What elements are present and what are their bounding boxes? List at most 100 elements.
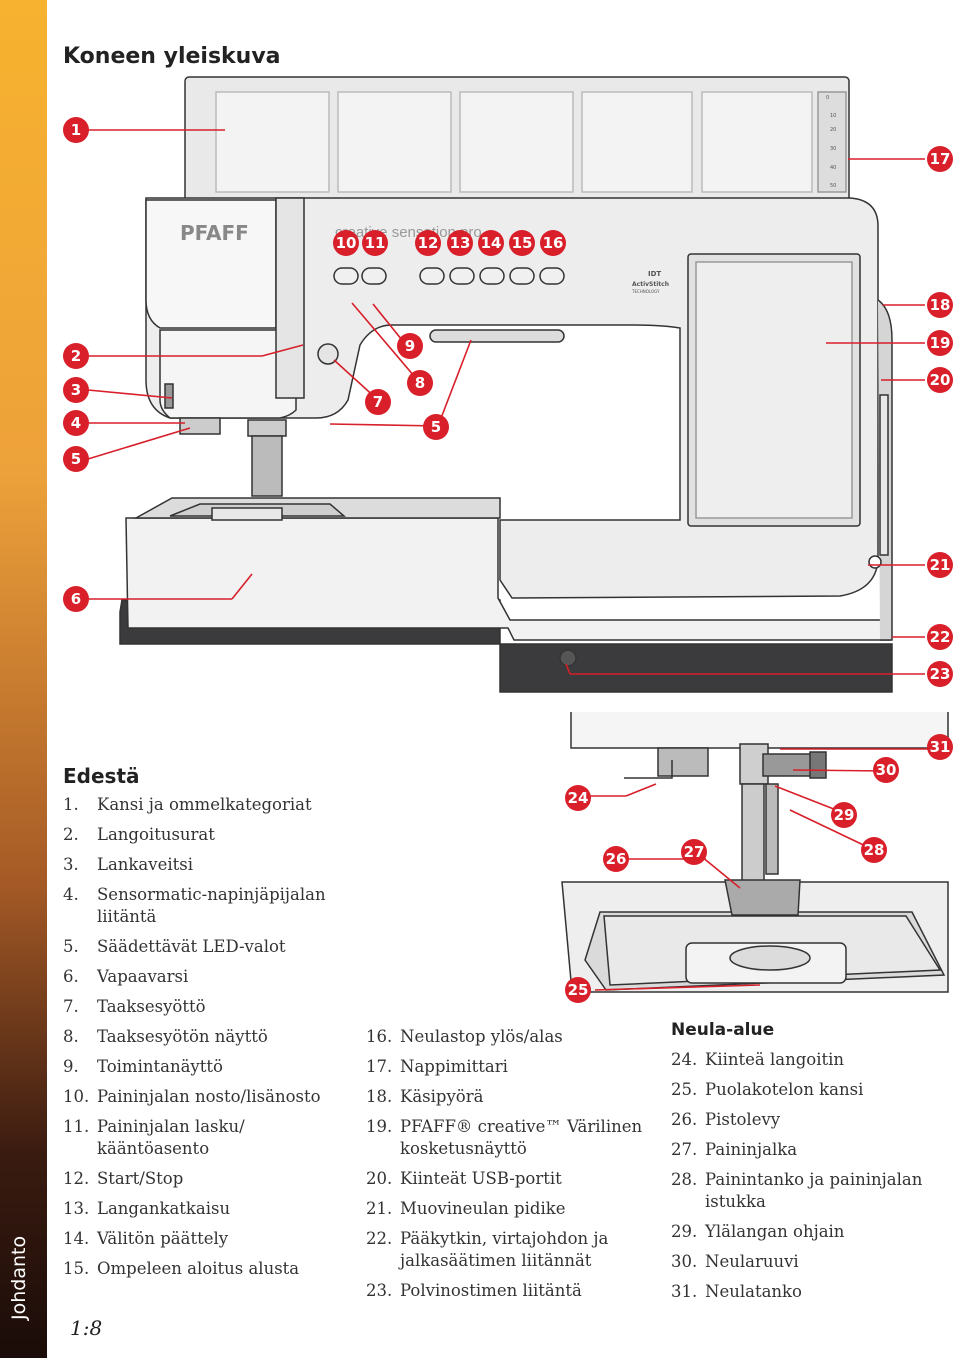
callout-7: 7 <box>365 389 391 415</box>
callout-18: 18 <box>927 292 953 318</box>
item-text: Muovineulan pidike <box>400 1198 656 1220</box>
callout-31: 31 <box>927 734 953 760</box>
svg-text:3: 3 <box>71 381 81 399</box>
item-number: 10. <box>63 1086 97 1108</box>
item-text: Säädettävät LED-valot <box>97 936 353 958</box>
item-number: 23. <box>366 1280 400 1302</box>
callout-12: 12 <box>415 230 441 256</box>
svg-text:11: 11 <box>365 234 386 252</box>
item-number: 27. <box>671 1139 705 1161</box>
callout-5: 5 <box>63 446 89 472</box>
svg-text:18: 18 <box>930 296 951 314</box>
ruler-tick: 30 <box>830 146 836 152</box>
callout-10: 10 <box>333 230 359 256</box>
list-item: 24.Kiinteä langoitin <box>671 1049 946 1071</box>
item-text: Käsipyörä <box>400 1086 656 1108</box>
list-item: 15.Ompeleen aloitus alusta <box>63 1258 353 1280</box>
list-item: 22.Pääkytkin, virtajohdon ja jalkasäätim… <box>366 1228 656 1272</box>
callout-14: 14 <box>478 230 504 256</box>
idt-badge: IDT <box>648 270 661 278</box>
svg-text:26: 26 <box>606 850 627 868</box>
svg-text:8: 8 <box>415 374 425 392</box>
item-number: 21. <box>366 1198 400 1220</box>
svg-text:25: 25 <box>568 981 589 999</box>
item-number: 3. <box>63 854 97 876</box>
ruler-tick: 10 <box>830 113 836 119</box>
page-number: 1:8 <box>70 1316 102 1340</box>
callout-13: 13 <box>447 230 473 256</box>
item-number: 2. <box>63 824 97 846</box>
needle-parts-list: 24.Kiinteä langoitin 25.Puolakotelon kans… <box>671 1049 946 1311</box>
item-text: PFAFF® creative™ Värilinen kosketusnäytt… <box>400 1116 656 1160</box>
item-number: 15. <box>63 1258 97 1280</box>
item-text: Lankaveitsi <box>97 854 353 876</box>
svg-text:17: 17 <box>930 150 951 168</box>
item-number: 14. <box>63 1228 97 1250</box>
list-item: 30.Neularuuvi <box>671 1251 946 1273</box>
svg-text:20: 20 <box>930 371 951 389</box>
callout-2: 2 <box>63 343 89 369</box>
list-item: 5.Säädettävät LED-valot <box>63 936 353 958</box>
front-parts-list: 1.Kansi ja ommelkategoriat 2.Langoitusura… <box>63 794 353 1288</box>
svg-text:6: 6 <box>71 590 81 608</box>
callout-21: 21 <box>927 552 953 578</box>
list-item: 23.Polvinostimen liitäntä <box>366 1280 656 1302</box>
item-number: 19. <box>366 1116 400 1160</box>
item-text: Taaksesyötön näyttö <box>97 1026 353 1048</box>
callout-25: 25 <box>565 977 591 1003</box>
callout-16: 16 <box>540 230 566 256</box>
callout-30: 30 <box>873 757 899 783</box>
list-item: 11.Paininjalan lasku/ kääntöasento <box>63 1116 353 1160</box>
list-item: 14.Välitön päättely <box>63 1228 353 1250</box>
svg-text:28: 28 <box>864 841 885 859</box>
svg-text:30: 30 <box>876 761 897 779</box>
item-number: 7. <box>63 996 97 1018</box>
item-number: 9. <box>63 1056 97 1078</box>
item-number: 29. <box>671 1221 705 1243</box>
item-number: 5. <box>63 936 97 958</box>
callout-23: 23 <box>927 661 953 687</box>
item-text: Langankatkaisu <box>97 1198 353 1220</box>
item-number: 31. <box>671 1281 705 1303</box>
button-gauge-ruler: 0 10 20 30 40 50 <box>818 92 846 192</box>
item-text: Ylälangan ohjain <box>705 1221 946 1243</box>
svg-text:22: 22 <box>930 628 951 646</box>
list-item: 16.Neulastop ylös/alas <box>366 1026 656 1048</box>
list-item: 2.Langoitusurat <box>63 824 353 846</box>
svg-text:23: 23 <box>930 665 951 683</box>
item-number: 8. <box>63 1026 97 1048</box>
sewing-machine-drawing: 0 10 20 30 40 50 <box>120 77 892 692</box>
callout-15: 15 <box>509 230 535 256</box>
item-number: 16. <box>366 1026 400 1048</box>
svg-text:5: 5 <box>431 418 441 436</box>
callout-4: 4 <box>63 410 89 436</box>
callout-5-led: 5 <box>423 414 449 440</box>
activstitch-badge: ActivStitch <box>632 281 669 288</box>
item-text: Pistolevy <box>705 1109 946 1131</box>
list-item: 9.Toimintanäyttö <box>63 1056 353 1078</box>
item-text: Välitön päättely <box>97 1228 353 1250</box>
callout-11: 11 <box>362 230 388 256</box>
item-number: 1. <box>63 794 97 816</box>
list-item: 29.Ylälangan ohjain <box>671 1221 946 1243</box>
item-text: Vapaavarsi <box>97 966 353 988</box>
callout-28: 28 <box>861 837 887 863</box>
svg-text:14: 14 <box>481 234 502 252</box>
callout-19: 19 <box>927 330 953 356</box>
item-text: Puolakotelon kansi <box>705 1079 946 1101</box>
item-text: Kiinteä langoitin <box>705 1049 946 1071</box>
item-number: 26. <box>671 1109 705 1131</box>
list-item: 6.Vapaavarsi <box>63 966 353 988</box>
svg-text:2: 2 <box>71 347 81 365</box>
list-item: 1.Kansi ja ommelkategoriat <box>63 794 353 816</box>
item-text: Nappimittari <box>400 1056 656 1078</box>
item-text: Paininjalan nosto/lisänosto <box>97 1086 353 1108</box>
list-item: 7.Taaksesyöttö <box>63 996 353 1018</box>
technology-badge: TECHNOLOGY <box>631 289 660 294</box>
item-number: 25. <box>671 1079 705 1101</box>
item-number: 17. <box>366 1056 400 1078</box>
item-text: Toimintanäyttö <box>97 1056 353 1078</box>
list-item: 28.Painintanko ja paininjalan istukka <box>671 1169 946 1213</box>
svg-text:24: 24 <box>568 789 589 807</box>
list-item: 8.Taaksesyötön näyttö <box>63 1026 353 1048</box>
